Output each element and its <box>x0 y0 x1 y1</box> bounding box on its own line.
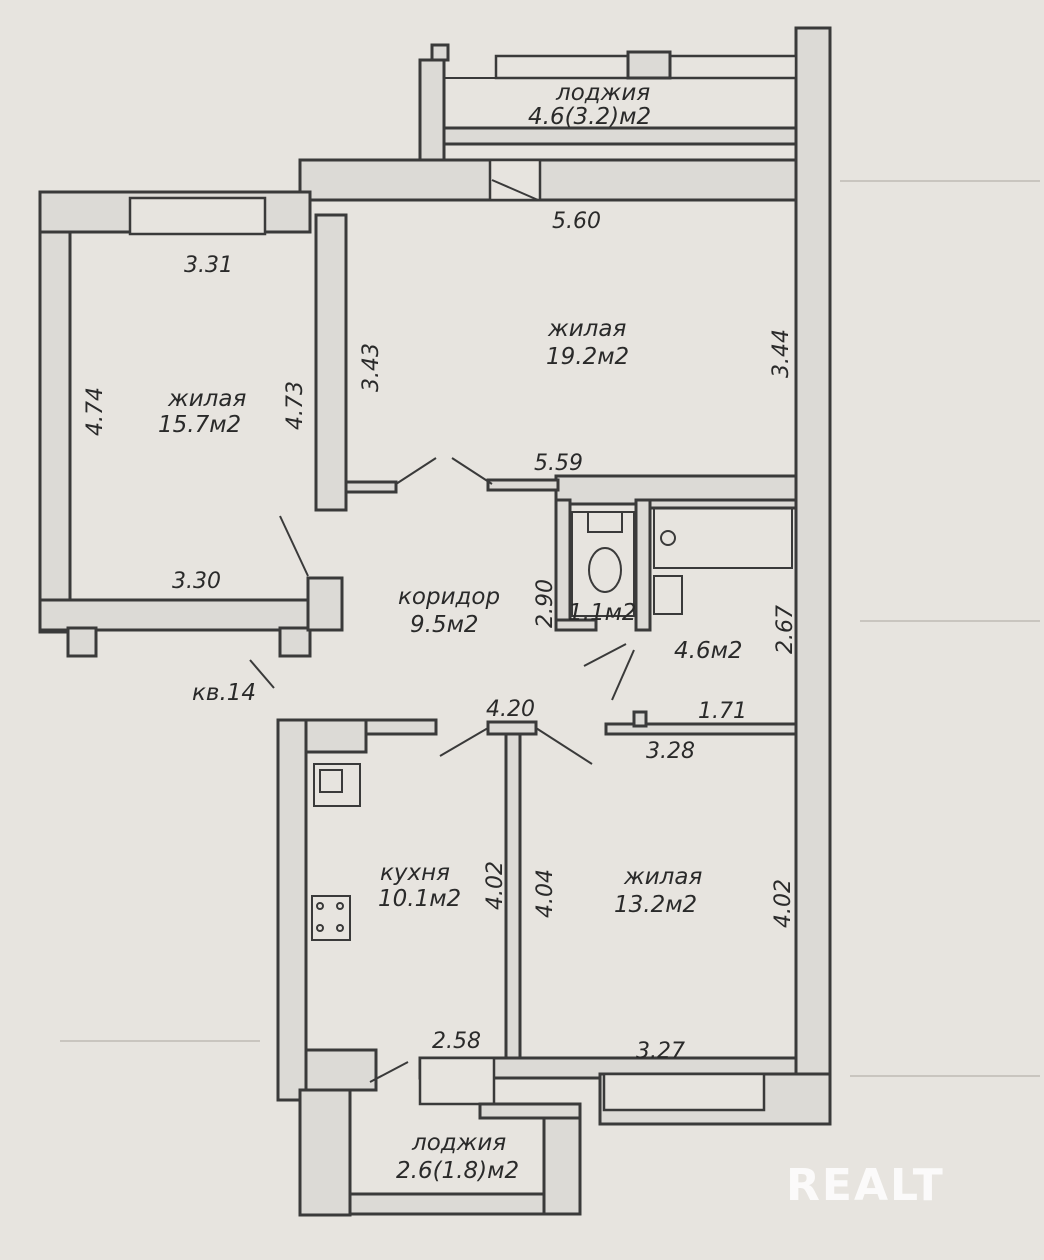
dim-4-73: 4.73 <box>283 381 308 430</box>
room-name-loggia-bottom: лоджия <box>411 1130 506 1156</box>
dim-4-02-right: 4.02 <box>771 879 796 928</box>
background-ghost-text <box>60 180 1040 1077</box>
dim-4-02-kitchen: 4.02 <box>483 861 508 910</box>
room-area-bath: 4.6м2 <box>674 638 743 664</box>
dim-2-67: 2.67 <box>773 605 798 654</box>
dim-2-90: 2.90 <box>533 579 558 628</box>
dim-2-58: 2.58 <box>432 1029 481 1054</box>
dim-3-43: 3.43 <box>359 343 384 392</box>
dim-3-31: 3.31 <box>184 253 233 278</box>
room-name-loggia-top: лоджия <box>555 80 650 106</box>
dim-3-28: 3.28 <box>646 739 695 764</box>
room-name-kitchen: кухня <box>380 860 450 886</box>
stove-icon <box>311 895 351 941</box>
room-area-wc: 1.1м2 <box>568 600 637 626</box>
room-area-loggia-top: 4.6(3.2)м2 <box>528 104 651 130</box>
dim-3-44: 3.44 <box>769 329 794 378</box>
dim-5-59: 5.59 <box>534 451 583 476</box>
room-area-living-2: 19.2м2 <box>546 344 629 370</box>
room-area-kitchen: 10.1м2 <box>378 886 461 912</box>
dim-4-20: 4.20 <box>486 697 535 722</box>
sink-icon <box>653 575 683 615</box>
dim-3-27: 3.27 <box>636 1039 685 1064</box>
dim-1-71: 1.71 <box>698 699 747 724</box>
walls <box>38 26 832 1217</box>
realt-watermark: REALT <box>786 1160 945 1211</box>
kitchen-sink-icon <box>313 763 361 807</box>
toilet-icon <box>571 511 635 617</box>
room-name-living-2: жилая <box>547 316 626 342</box>
watermark-text: REALT <box>786 1160 945 1211</box>
room-area-living-1: 15.7м2 <box>158 412 241 438</box>
room-name-living-1: жилая <box>167 386 246 412</box>
bathtub-icon <box>653 507 793 569</box>
room-area-loggia-bottom: 2.6(1.8)м2 <box>396 1158 519 1184</box>
loggia-top-window <box>444 50 798 80</box>
apartment-label: кв.14 <box>192 680 256 706</box>
dim-5-60: 5.60 <box>552 209 601 234</box>
dim-3-30: 3.30 <box>172 569 221 594</box>
room-area-corridor: 9.5м2 <box>410 612 479 638</box>
room-name-corridor: коридор <box>398 584 500 610</box>
dim-4-04: 4.04 <box>533 869 558 918</box>
doors <box>249 179 635 1083</box>
room-area-living-3: 13.2м2 <box>614 892 697 918</box>
dim-4-74: 4.74 <box>83 387 108 436</box>
room-name-living-3: жилая <box>623 864 702 890</box>
